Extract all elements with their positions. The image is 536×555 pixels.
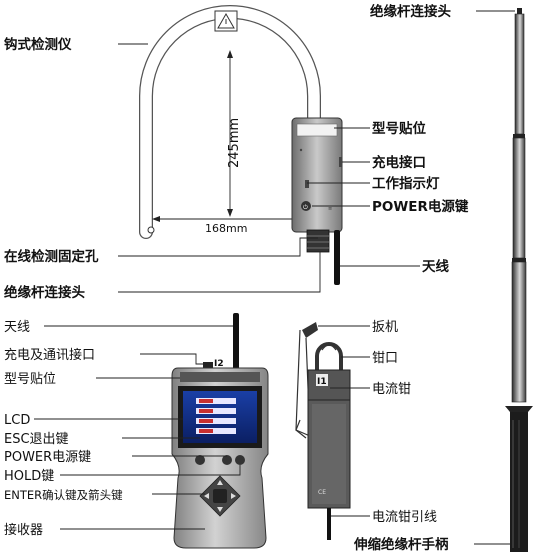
current-clamp: I1 CE (295, 322, 351, 540)
receiver: I2 (171, 313, 269, 549)
receiver-sticker-area (180, 372, 260, 382)
fixing-hole (147, 226, 155, 234)
pole-handle-label: 伸缩绝缘杆手柄 (353, 536, 449, 553)
enter-button[interactable] (213, 489, 227, 503)
receiver-port (203, 362, 213, 370)
svg-text:CE: CE (318, 489, 326, 496)
clamp-pole-connector (306, 229, 330, 253)
esc-label: ESC退出键 (4, 432, 69, 447)
clamp-antenna (334, 230, 340, 285)
receiver-antenna-label: 天线 (4, 320, 30, 335)
hold-button[interactable] (235, 455, 245, 465)
svg-text:≡: ≡ (328, 206, 332, 212)
clamp-pole-connector-label: 绝缘杆连接头 (4, 284, 85, 301)
clamp-name-label: 电流钳 (372, 382, 411, 397)
clamp-charge-port-label: 充电接口 (372, 154, 426, 171)
dpad[interactable] (199, 475, 241, 517)
hold-label: HOLD键 (4, 469, 54, 484)
clamp-lead-label: 电流钳引线 (372, 510, 437, 525)
clamp-meter: 245mm 168mm ⏻ ≡ (139, 5, 343, 285)
width-dim-label: 168mm (205, 222, 247, 235)
enter-label: ENTER确认键及箭头键 (4, 488, 123, 502)
clamp-antenna-label: 天线 (422, 258, 449, 275)
width-dimension: 168mm (152, 216, 306, 235)
clamp-jaw-label: 钳口 (372, 351, 398, 366)
receiver-label: 接收器 (4, 522, 43, 538)
receiver-antenna (233, 313, 239, 373)
insulated-pole (505, 8, 533, 552)
clamp-trigger (302, 322, 318, 338)
clamp-model-sticker-label: 型号贴位 (372, 120, 426, 137)
clamp-fixing-hole-label: 在线检测固定孔 (4, 248, 99, 265)
esc-button[interactable] (195, 455, 205, 465)
receiver-sticker-label: 型号贴位 (4, 372, 56, 387)
warning-icon (214, 10, 238, 32)
indicator-light (305, 180, 309, 188)
receiver-badge: I2 (214, 359, 224, 369)
arrow-right-icon[interactable] (231, 493, 236, 499)
clamp-trigger-label: 扳机 (372, 319, 398, 335)
clamp-indicator-label: 工作指示灯 (372, 175, 440, 192)
clamp-device-label: 钩式检测仪 (4, 36, 72, 53)
svg-text:⏻: ⏻ (303, 204, 308, 211)
clamp-jaw (315, 342, 343, 372)
clamp-badge: I1 (317, 377, 327, 387)
height-dim-label: 245mm (227, 118, 242, 168)
receiver-port-label: 充电及通讯接口 (4, 347, 95, 363)
lcd-label: LCD (4, 413, 30, 428)
arrow-down-icon[interactable] (217, 507, 223, 512)
height-dimension: 245mm (227, 50, 242, 217)
charge-port (339, 157, 342, 167)
receiver-power-label: POWER电源键 (4, 450, 91, 465)
clamp-power-label: POWER电源键 (372, 198, 469, 215)
arrow-left-icon[interactable] (204, 493, 209, 499)
power-button[interactable]: ⏻ (301, 201, 311, 211)
arrow-up-icon[interactable] (217, 480, 223, 485)
model-sticker-area (296, 123, 338, 137)
power-button-receiver[interactable] (222, 455, 232, 465)
pole-top-connector-label: 绝缘杆连接头 (370, 3, 451, 20)
